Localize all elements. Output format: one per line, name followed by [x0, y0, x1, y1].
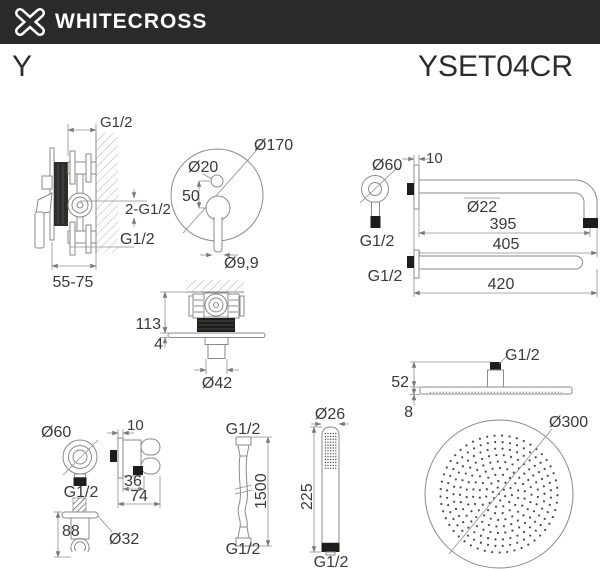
model-number: YSET04CR [417, 50, 573, 83]
handshower-body [321, 426, 340, 544]
dim-arm-thread: G1/2 [360, 233, 395, 250]
dim-hose-thread-bottom: G1/2 [226, 541, 261, 558]
handle-lever-front [213, 217, 223, 253]
dim-mixer-side-thread-top: G1/2 [100, 114, 133, 131]
dim-arm-flange-diameter: Ø60 [372, 157, 402, 174]
dim-handshower-length: 225 [299, 483, 316, 510]
head-connector [487, 369, 504, 388]
holder-hook [70, 538, 90, 553]
arm-wall-flange [413, 164, 420, 210]
shower-hose-view: G1/2 1500 G1/2 [226, 421, 272, 558]
mixer-side-view: G1/2 2-G1/2 G1/2 55-75 [34, 114, 171, 291]
dim-head-edge-thickness: 8 [404, 404, 413, 421]
straight-arm-flange [413, 249, 420, 279]
dim-holder-depth: 36 [124, 473, 142, 490]
arm-thread-band [370, 216, 381, 228]
arm-tube [419, 179, 598, 218]
dim-section-body-depth: 113 [135, 316, 161, 333]
dim-arm-length-to-bend: 395 [490, 216, 517, 233]
dim-handshower-thread: G1/2 [314, 554, 349, 569]
handle-hub [205, 195, 231, 221]
title-row: Y YSET04CR [0, 50, 600, 84]
dim-straight-arm-thread: G1/2 [368, 268, 403, 285]
straight-arm-tube [418, 255, 583, 270]
outlet-thread-stub [72, 497, 87, 513]
dim-lever-diameter: Ø9,9 [224, 255, 259, 272]
dim-outlet-height: 88 [62, 523, 80, 540]
dim-outlet-thread: G1/2 [64, 484, 99, 501]
overhead-shower-side-view: G1/2 52 8 [391, 347, 573, 421]
handle-lever [35, 192, 53, 215]
mixer-face-view: Ø170 Ø20 50 Ø9,9 [170, 137, 293, 272]
spray-face-dots [324, 432, 337, 469]
dim-handshower-diameter: Ø26 [315, 406, 345, 423]
hand-shower-view: Ø26 225 G1/2 [299, 406, 349, 569]
nozzle-dot-pattern [439, 434, 559, 554]
escutcheon-plate-section [167, 332, 266, 338]
valve-cartridge [54, 162, 68, 226]
wall-hatch [96, 133, 118, 253]
hose-body [237, 455, 241, 528]
dim-face-plate-diameter: Ø170 [254, 137, 293, 154]
dim-plate-thickness: 4 [154, 336, 163, 353]
dim-diverter-diameter: Ø20 [188, 159, 218, 176]
dim-arm-tube-diameter: Ø22 [467, 199, 497, 216]
dim-handle-diameter: Ø42 [202, 375, 232, 392]
series-title: Y [12, 50, 33, 83]
dim-outlet-plate-diameter: Ø32 [109, 531, 139, 548]
valve-boss [204, 293, 228, 317]
head-thread-nipple [490, 362, 501, 371]
dim-head-height: 52 [391, 374, 409, 391]
hose-nut-bottom [235, 537, 252, 547]
dim-straight-arm-length: 420 [488, 276, 515, 293]
head-disc [419, 386, 573, 395]
dim-outlet-total-depth: 74 [130, 488, 148, 505]
dim-head-diameter: Ø300 [549, 414, 588, 431]
side-knob [41, 175, 53, 190]
dim-outlet-flange-depth: 10 [127, 417, 144, 434]
mixer-section-view: 113 4 Ø42 [135, 280, 266, 392]
dim-arm-length-overall: 405 [493, 236, 520, 253]
dim-arm-flange-depth: 10 [426, 150, 443, 167]
diverter-button [210, 174, 224, 188]
brand-name: WHITECROSS [55, 10, 208, 33]
dim-hose-length: 1500 [253, 473, 270, 509]
wall-hatch [186, 280, 244, 292]
outlet-plate [61, 511, 99, 519]
handle-stub [207, 344, 226, 359]
dim-mixer-side-threads-mid: 2-G1/2 [125, 201, 171, 218]
wall-outlet-views: Ø60 G1/2 10 36 74 [41, 417, 161, 558]
dim-center-distance: 50 [182, 188, 200, 205]
hose-nut-top [235, 436, 252, 446]
dim-mixer-side-depth-range: 55-75 [53, 274, 94, 291]
dim-outlet-flange-diameter: Ø60 [41, 424, 71, 441]
dim-mixer-side-thread-bottom: G1/2 [120, 231, 155, 248]
outlet-flange-side [117, 437, 124, 479]
whitecross-x-icon [15, 8, 45, 36]
header-bar: WHITECROSS [0, 0, 600, 44]
overhead-shower-top-view: Ø300 [424, 414, 588, 569]
dim-head-thread: G1/2 [505, 347, 540, 364]
shower-arm-views: Ø60 G1/2 10 Ø22 395 405 [360, 150, 598, 297]
dim-hose-thread-top: G1/2 [226, 421, 261, 438]
handshower-thread-band [321, 543, 340, 552]
